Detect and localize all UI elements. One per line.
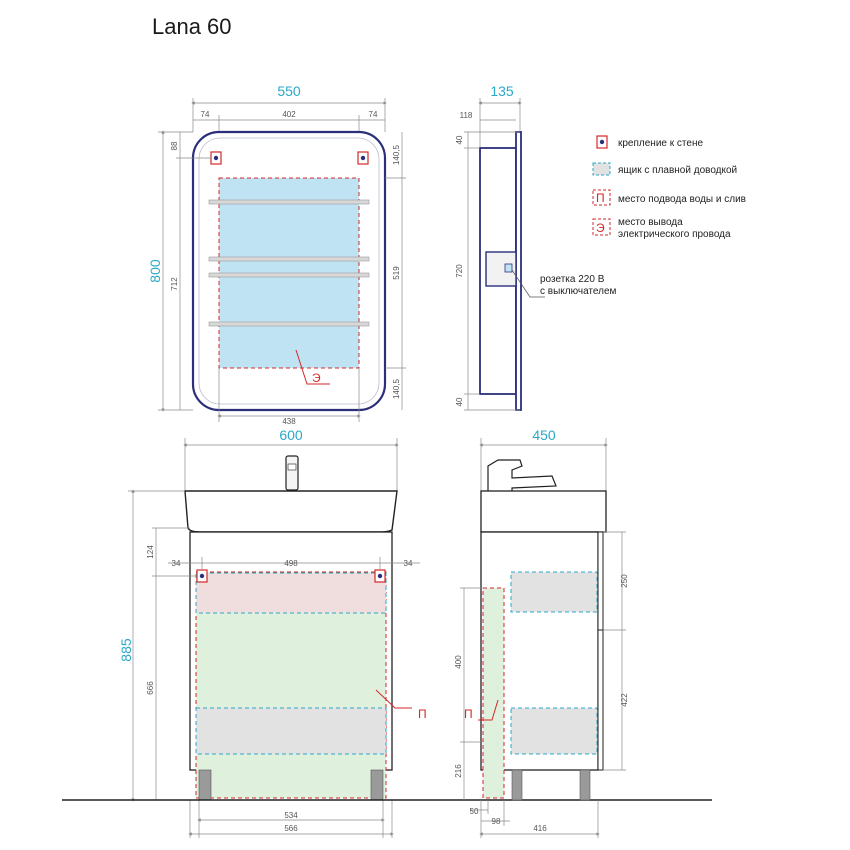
- dim-side-bottom-drawer: 422: [620, 693, 629, 707]
- cabinet-side-leg: [579, 769, 591, 801]
- mirror-inner-frame: [198, 137, 380, 405]
- legend-wall-mount: крепление к стене: [618, 138, 703, 149]
- legend-water: место подвода воды и слив: [618, 194, 746, 205]
- mirror-front-view: 550 74 402 74 Э 800 88 712: [147, 83, 406, 426]
- dim-side-pipe-height: 400: [454, 655, 463, 669]
- drawer-side-top-zone: [510, 571, 598, 613]
- cabinet-side-leg: [511, 769, 523, 801]
- drawer-front-bottom: [597, 629, 604, 771]
- legend-electric-symbol: Э: [596, 221, 605, 235]
- water-mark-side: П: [464, 707, 473, 721]
- wall-mount-dot: [360, 155, 366, 161]
- dim-cabinet-height: 885: [118, 638, 134, 662]
- dim-mirror-right-bottom: 140,5: [392, 378, 401, 399]
- dim-cabinet-side-left: 34: [172, 559, 181, 568]
- dim-mirror-right-top: 140,5: [392, 144, 401, 165]
- legend-wall-mount-dot: [599, 139, 605, 145]
- electric-leader-line: [295, 349, 330, 385]
- dim-cabinet-lower-height: 666: [146, 681, 155, 695]
- drawer-front-top: [597, 531, 604, 631]
- water-leader-side: [478, 699, 499, 721]
- drawer-side-bottom-zone: [510, 707, 598, 755]
- dim-cabinet-top-drop: 124: [146, 545, 155, 559]
- dim-side-offset-a: 50: [470, 807, 479, 816]
- wall-mount-dot: [213, 155, 219, 161]
- cabinet-front-view: 600 П 34 498 34: [118, 427, 427, 838]
- faucet-icon: [285, 455, 299, 491]
- drawer-bottom-zone: [195, 707, 387, 755]
- dim-mirror-inner: 402: [282, 110, 296, 119]
- dim-mirror-thickness: 118: [460, 111, 473, 120]
- socket-label-line2: с выключателем: [540, 286, 617, 297]
- legend-water-symbol: П: [596, 191, 605, 205]
- dim-cabinet-width: 600: [279, 427, 303, 443]
- dim-side-offset-b: 98: [492, 817, 501, 826]
- dim-cabinet-inner: 498: [284, 559, 298, 568]
- cabinet-leg: [370, 769, 384, 801]
- legend-electric-line1: место вывода: [618, 217, 683, 228]
- mirror-side-glass: [515, 131, 522, 411]
- dim-mirror-bottom-width: 438: [282, 417, 296, 426]
- legend-water-swatch: [592, 189, 611, 206]
- dim-side-top-drawer: 250: [620, 574, 629, 588]
- faucet-handle: [287, 463, 297, 471]
- legend-electric-swatch: [592, 218, 611, 236]
- dim-mirror-width: 550: [277, 83, 301, 99]
- water-leader-line: [375, 689, 412, 709]
- wall-mount-dot: [377, 573, 383, 579]
- dim-side-floor-height: 216: [454, 764, 463, 778]
- legend-drawer-swatch: [592, 162, 611, 176]
- dim-mirror-side-left: 74: [201, 110, 210, 119]
- dim-mirror-side-top: 40: [455, 135, 464, 144]
- dim-side-depth: 450: [532, 427, 556, 443]
- dim-mirror-top-offset: 88: [170, 141, 179, 150]
- basin-side: [480, 490, 607, 533]
- dim-mirror-right-mid: 519: [392, 266, 401, 280]
- dim-mirror-height: 800: [147, 259, 163, 283]
- dim-mirror-side-middle: 720: [455, 264, 464, 278]
- shelf: [208, 199, 370, 205]
- socket-label-line1: розетка 220 В: [540, 274, 605, 285]
- dim-mirror-inner-height: 712: [170, 277, 179, 291]
- basin: [184, 490, 398, 533]
- cabinet-side-view: 450 П 250 422 400 216: [454, 427, 629, 838]
- legend: крепление к стене ящик с плавной доводко…: [592, 135, 746, 240]
- socket-icon: [504, 263, 513, 273]
- dim-cabinet-bottom-inner: 534: [284, 811, 298, 820]
- dim-cabinet-bottom-outer: 566: [284, 824, 298, 833]
- wall-mount-dot: [199, 573, 205, 579]
- legend-electric-line2: электрического провода: [618, 229, 731, 240]
- drawer-top-zone: [195, 572, 387, 614]
- mirror-side-view: 135 118 розетка 220 В с выключателем 40 …: [455, 83, 617, 411]
- page-title: Lana 60: [152, 14, 232, 39]
- shelf: [208, 272, 370, 278]
- water-zone-side: [482, 587, 505, 799]
- dim-mirror-depth: 135: [490, 83, 514, 99]
- water-mark-front: П: [418, 707, 427, 721]
- shelf: [208, 321, 370, 327]
- dim-side-body-depth: 416: [533, 824, 547, 833]
- dim-cabinet-side-right: 34: [404, 559, 413, 568]
- shelf: [208, 256, 370, 262]
- dim-mirror-side-right: 74: [369, 110, 378, 119]
- socket-leader-line: [511, 269, 545, 298]
- faucet-side-icon: [487, 459, 557, 493]
- electric-mark: Э: [312, 371, 321, 385]
- legend-drawer: ящик с плавной доводкой: [618, 165, 737, 176]
- cabinet-leg: [198, 769, 212, 801]
- dim-mirror-side-bottom: 40: [455, 397, 464, 406]
